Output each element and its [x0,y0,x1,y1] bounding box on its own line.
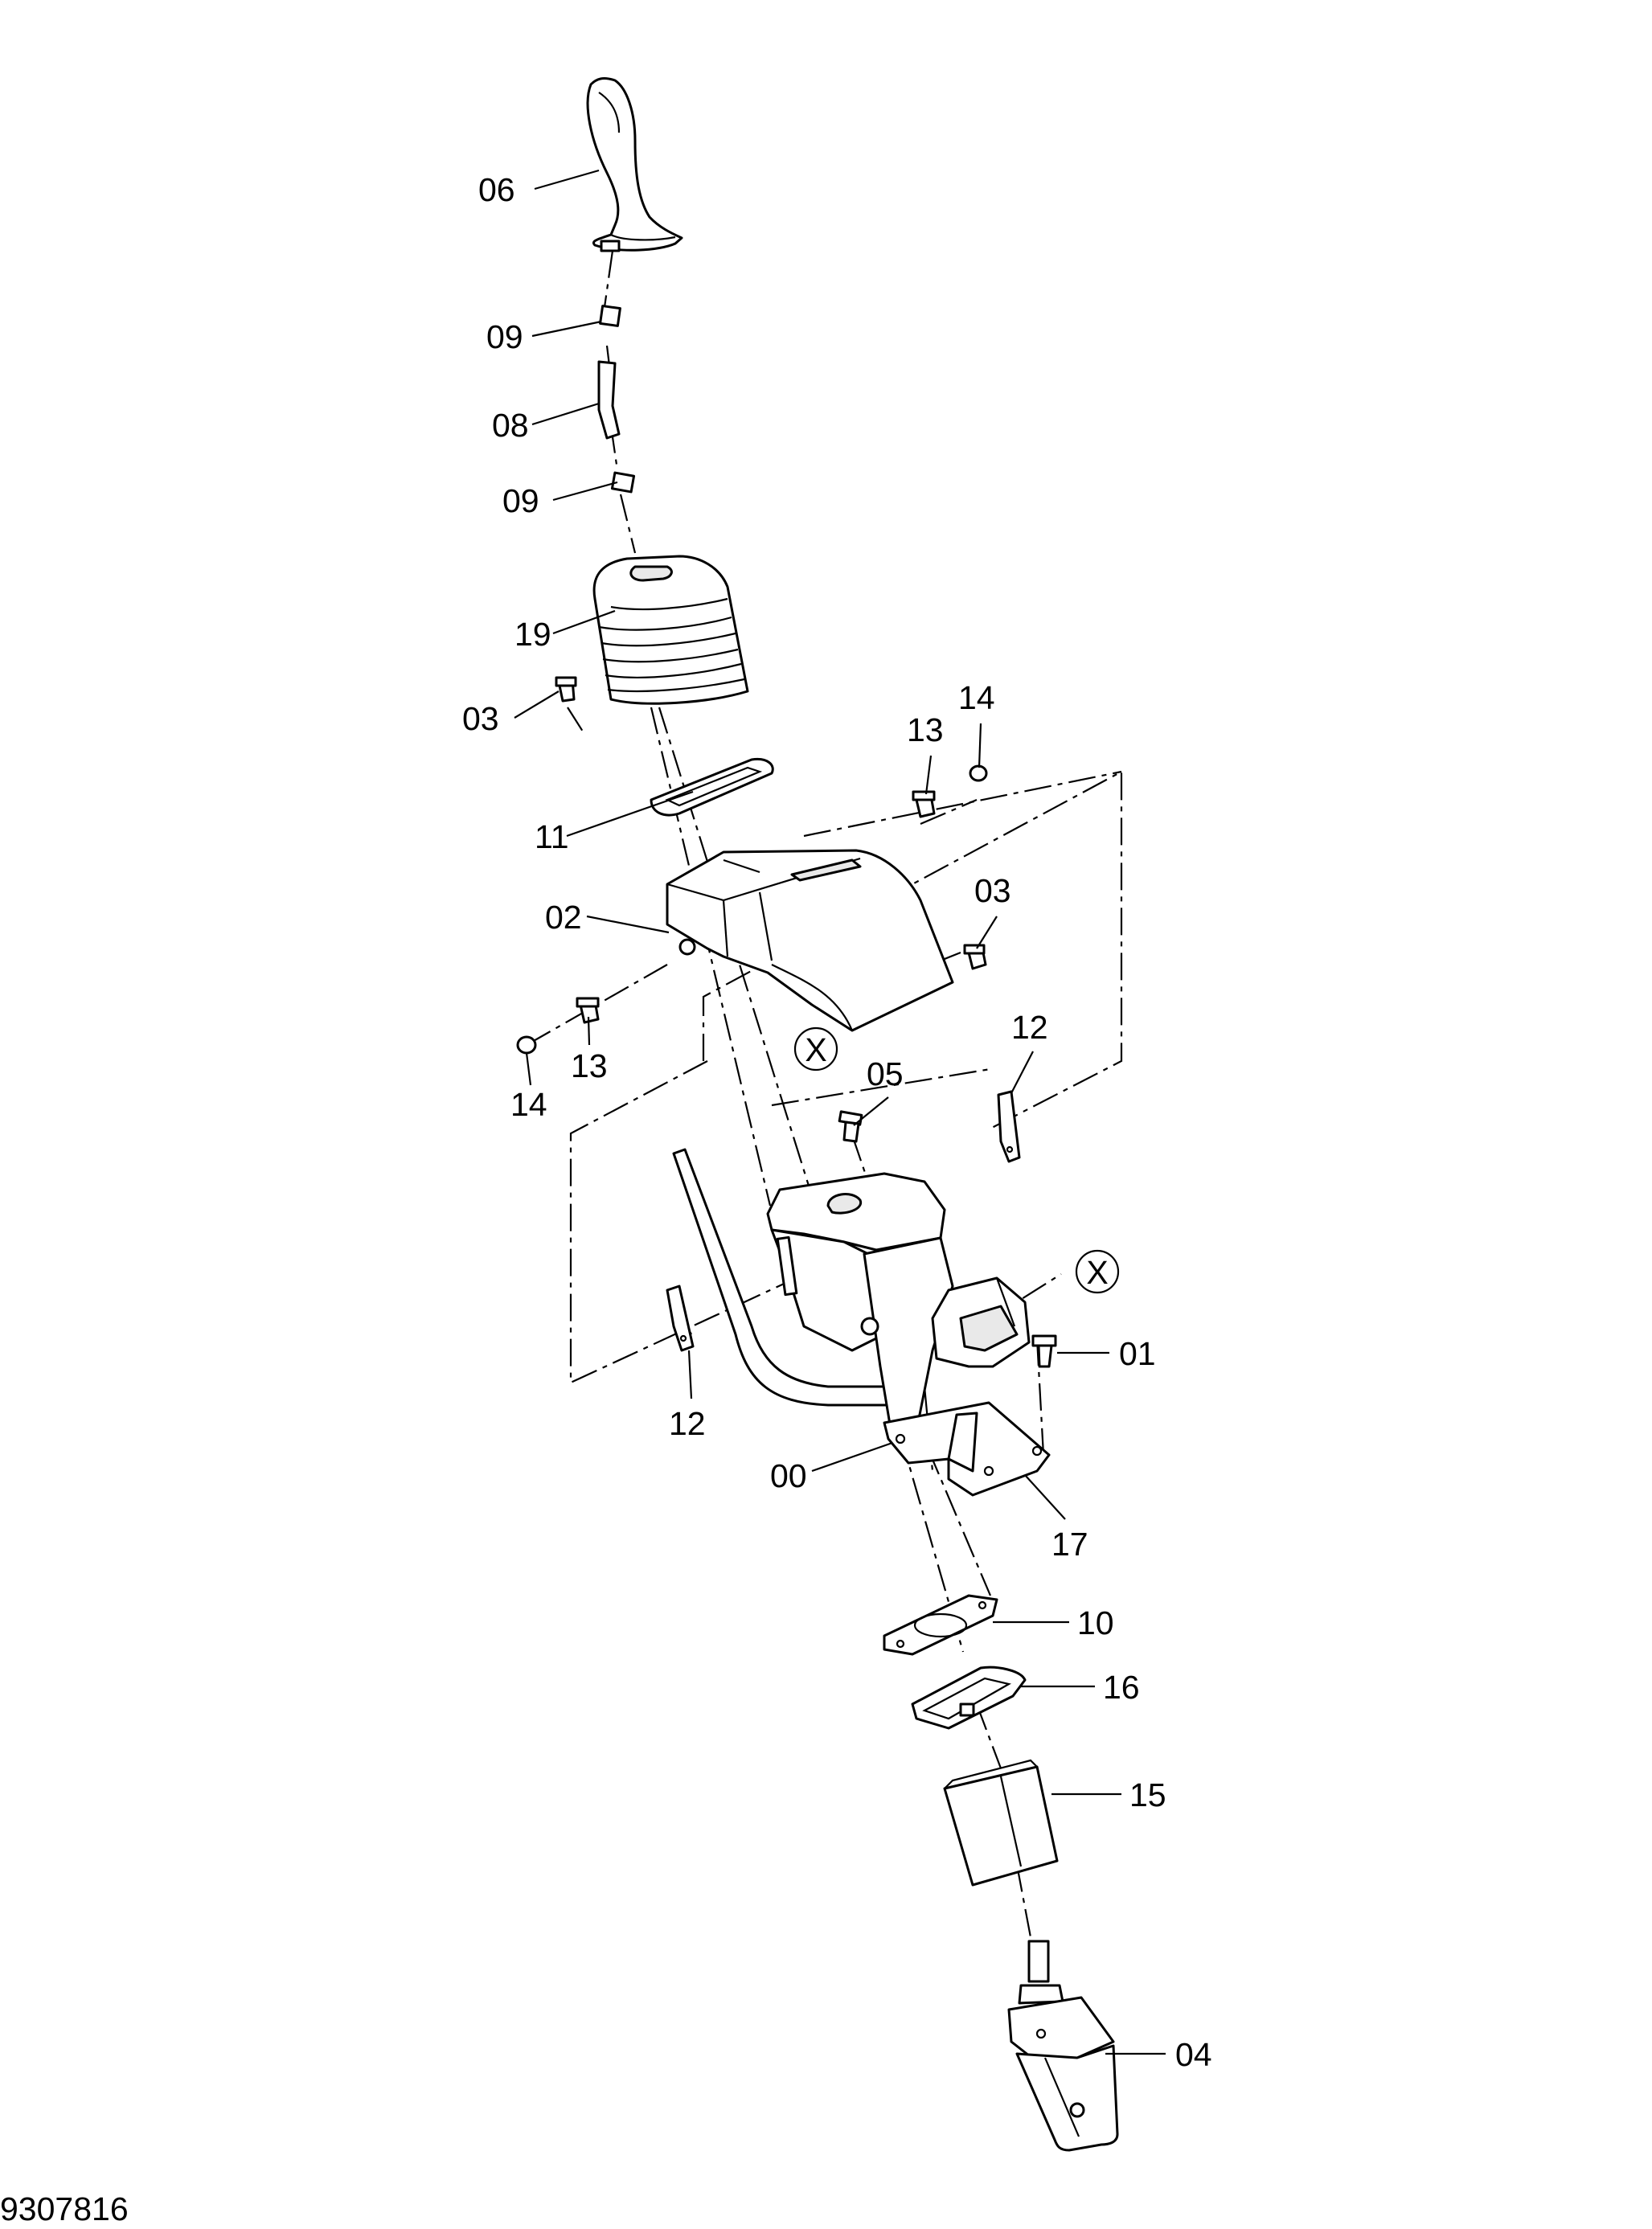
console-housing-part [666,849,954,1032]
callout-labels: 06 09 08 09 19 03 13 14 11 02 03 13 14 1… [462,171,1212,2073]
callout-03-left: 03 [462,700,499,737]
reference-marker-label: X [805,1031,826,1068]
callout-04: 04 [1175,2036,1212,2073]
bolt-part-05 [838,1110,863,1143]
screw-part-right [963,944,987,970]
callout-10: 10 [1077,1604,1114,1641]
callout-19: 19 [514,616,551,653]
callout-14-lower: 14 [510,1086,547,1123]
callout-05: 05 [867,1055,904,1092]
callout-11: 11 [535,818,569,855]
gasket-part [650,757,774,817]
callout-09-bottom: 09 [502,482,539,519]
callout-03-right: 03 [974,872,1011,909]
reference-marker-label: X [1086,1254,1108,1291]
joystick-grip-part [586,77,683,252]
shaft-part [597,360,621,440]
bolt-and-washer-upper [912,764,988,818]
base-frame-part [672,1148,1051,1497]
callout-12-left: 12 [669,1405,706,1442]
clamp-ring-part [911,1666,1027,1730]
assembly-axis-lines [526,250,1123,2010]
callout-13-lower: 13 [571,1047,608,1084]
callout-12-right: 12 [1011,1009,1048,1046]
callout-00: 00 [770,1457,807,1494]
sensor-unit-part [1007,1940,1119,2152]
callout-02: 02 [545,899,582,936]
callout-15: 15 [1129,1776,1166,1813]
callout-06: 06 [478,171,515,208]
spacer-part-top [599,305,621,327]
bracket-part-right [997,1090,1021,1163]
leader-lines [514,169,1166,2055]
callout-08: 08 [492,407,529,444]
boot-part [592,555,749,705]
bolt-part-01 [1031,1334,1057,1368]
callout-09-top: 09 [486,318,523,355]
reference-marker-x-upper: X [793,1026,838,1071]
callout-14-upper: 14 [958,679,995,716]
bolt-and-washer-lower [516,997,600,1055]
reference-marker-x-lower: X [1075,1249,1120,1294]
callout-01: 01 [1119,1335,1156,1372]
plate-part-10 [883,1594,998,1656]
sleeve-part [943,1759,1059,1887]
document-id: 9307816 [0,2190,129,2227]
callout-13-upper: 13 [907,711,944,748]
bracket-part-left [666,1285,695,1352]
callout-16: 16 [1103,1669,1140,1706]
callout-17: 17 [1051,1526,1088,1563]
spacer-part-bottom [610,471,636,494]
screw-part-left [555,676,577,703]
